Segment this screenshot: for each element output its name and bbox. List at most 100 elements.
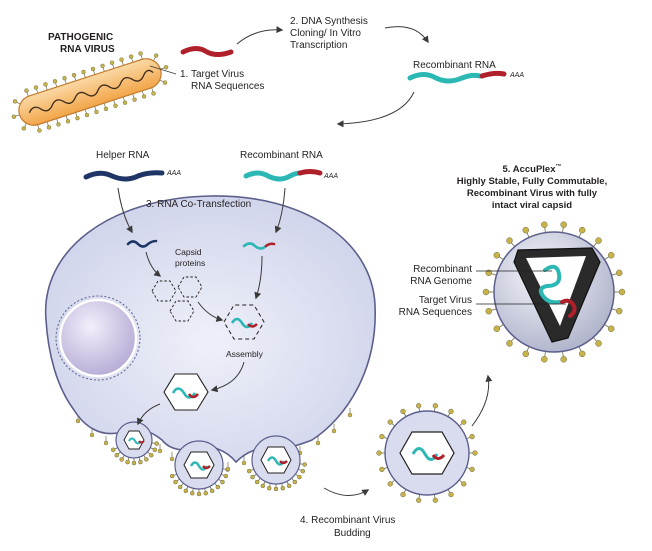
accuplex-capsid-interior [526,256,586,326]
step1-label-line1: 1. Target Virus [180,69,244,80]
release-spike-knob [472,450,478,456]
step4-label-line2: Budding [334,528,371,539]
membrane-spike-knob [225,466,231,472]
pathogen-spikes [11,51,169,133]
accuplex-spike-knob [482,288,490,296]
pathogen-spike-knob [46,125,52,130]
membrane-spike-knob [347,412,353,418]
pathogen-spike-knob [132,97,137,102]
release-spike-knob [416,497,422,503]
cell-bud-spikes [75,408,353,497]
pathogen-spike-knob [81,69,86,75]
pathogen-spike-knob [37,128,42,133]
bud-spike-knob [183,488,189,494]
accuplex-spike-knob [607,251,615,259]
recombinant-rna-top-tail: AAA [509,72,524,79]
membrane-spike-knob [169,456,175,462]
callout-genome-line1: Recombinant [413,264,472,275]
release-spike-knob [448,491,454,498]
arrow-to-transfection [336,91,415,128]
release-spike-knob [461,481,467,487]
bud-spike-knob [177,484,183,490]
bud-spike-knob [125,459,130,465]
release-spike-knob [387,481,393,487]
accuplex-spike-knob [560,221,567,228]
capsid-proteins-line1: Capsid [175,247,202,257]
step2-label-line3: Transcription [290,40,347,51]
bud-spike-knob [302,462,307,467]
target-rna-segment [180,46,234,57]
release-spike-knob [379,433,385,440]
helper-rna-label: Helper RNA [96,150,150,161]
pathogen-spike-knob [71,72,77,78]
accuplex-spike-knob [595,237,602,244]
bud-spike-knob [273,486,279,492]
release-spike-knob [379,466,385,473]
release-spike-knob [432,497,438,503]
pathogen-title-line1: PATHOGENIC [48,32,113,43]
accuplex-spike-knob [578,226,586,234]
accuplex-genome-red [560,298,577,318]
bud-spike-knob [250,474,255,480]
accuplex-spike-knob [595,340,602,347]
release-spike-knob [376,450,382,456]
accuplex-spike-knob [615,269,623,277]
pathogen-spike-knob [94,109,99,115]
pathogen-spike-knob [56,122,61,127]
membrane-spike-knob [315,440,321,446]
pathogen-spike-knob [11,114,17,119]
bud-spike-knob [223,473,229,479]
recombinant-rna-mid-red [297,169,323,176]
recombinant-rna-top-teal [407,72,483,84]
pathogen-spike-knob [138,51,143,56]
bud-spike-knob [286,483,292,489]
pathogen-spike-knob [128,54,134,59]
step5-label-line1: 5. AccuPlex™ [503,163,562,175]
accuplex-spike-knob [493,325,501,333]
arrow-to-assembled-capsid [210,361,245,393]
accuplex-spike-knob [485,307,493,315]
arrow-to-accuplex [471,374,493,427]
step4-label-line1: 4. Recombinant Virus [300,515,395,526]
bud-spike-knob [149,452,154,458]
assembled-capsid [163,373,209,411]
bud-spike-knob [196,491,202,497]
callout-target-line2: RNA Sequences [399,307,472,318]
pathogen-spike-knob [122,100,128,105]
arrow-to-budding [136,403,161,426]
membrane-spike-knob [331,428,337,434]
pathogen-spike-knob [52,79,58,84]
pathogen-spike-knob [24,88,29,93]
release-spike-knob [461,419,467,425]
accuplex-spike-knob [506,340,513,347]
release-spike-knob [416,403,422,409]
recombinant-rna-in-cell-teal [242,242,268,250]
bud-spike-knob [189,490,195,496]
bud-spike-knob [138,459,143,465]
membrane-spike-knob [157,448,163,454]
arrow-to-released-virion [323,487,370,496]
trademark-symbol: ™ [555,163,561,170]
capsid-proteins-line2: proteins [175,258,205,268]
bud-spike-knob [131,460,137,466]
accuplex-spike-knob [522,350,530,358]
release-spike-knob [387,419,393,425]
pathogen-spike-knob [119,57,124,62]
accuplex-spike-knob [618,288,626,296]
pathogen-spike-knob [62,76,67,81]
pathogen-spike-knob [100,63,105,69]
pathogen-pointer-line [149,65,177,75]
accuplex-spike-knob [522,226,530,234]
accuplex-spike-knob [615,307,623,315]
bud-spike-knob [260,483,266,489]
recombinant-rna-mid-label: Recombinant RNA [240,150,323,161]
release-spike-knob [400,408,406,415]
pathogen-spike-knob [90,66,96,72]
bud-spike-knob [220,479,225,485]
budding-virion-1 [115,421,153,459]
helper-rna-in-cell [126,239,158,248]
pathogen-spike-knob [113,103,118,108]
release-spike-knob [469,433,475,440]
host-cell-group [44,195,376,497]
bud-spike-knob [280,485,286,491]
